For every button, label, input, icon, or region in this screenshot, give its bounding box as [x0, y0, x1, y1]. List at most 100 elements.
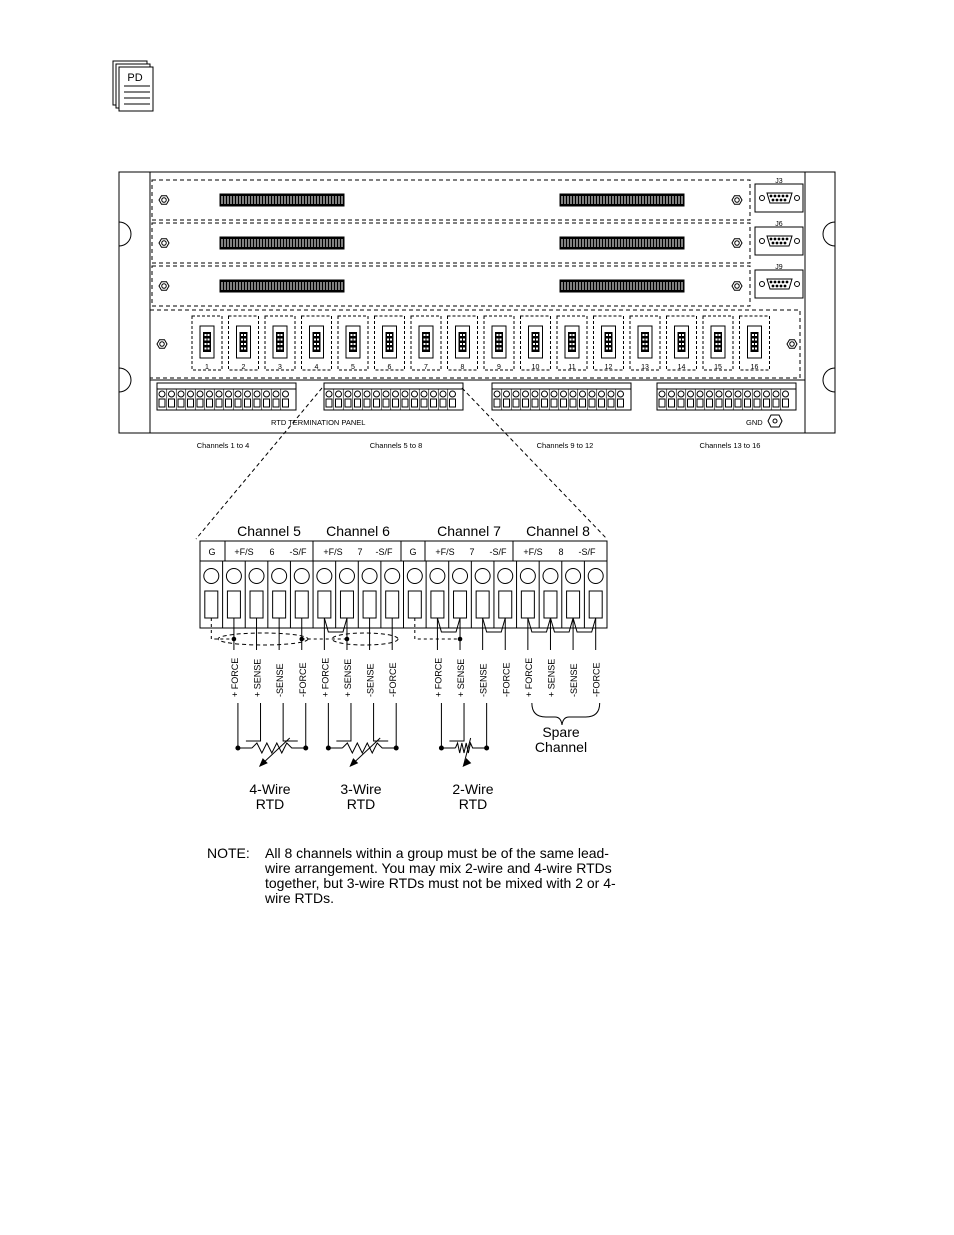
- module-number: 14: [678, 364, 686, 371]
- wire-label: + FORCE: [524, 658, 534, 697]
- module-number: 7: [424, 364, 428, 371]
- module-bay: 12: [593, 315, 624, 371]
- channel-header: Channel 8: [526, 523, 590, 539]
- wire-label: + FORCE: [320, 658, 330, 697]
- module-bay: 13: [629, 315, 661, 371]
- dsub-connector-icon: [766, 278, 793, 290]
- ribbon-connectors: [219, 193, 685, 293]
- panel-terminal-block: [491, 382, 632, 411]
- hex-screw-icon: [158, 281, 170, 291]
- panel-terminal-blocks: [156, 382, 797, 411]
- module-number: 5: [351, 364, 355, 371]
- terminal-label: -S/F: [579, 547, 597, 557]
- terminal-label: -S/F: [490, 547, 508, 557]
- gnd-label: GND: [746, 418, 763, 427]
- terminal-label: 7: [357, 547, 362, 557]
- chassis-outline: [118, 171, 836, 434]
- module-bay: 11: [556, 315, 588, 371]
- channel-group-label: Channels 9 to 12: [537, 441, 594, 450]
- module-row: [149, 309, 801, 379]
- module-number: 4: [315, 364, 319, 371]
- module-number: 3: [278, 364, 282, 371]
- terminal-label: 6: [269, 547, 274, 557]
- connector-frame: [754, 183, 804, 213]
- spare-label: Spare: [542, 724, 580, 740]
- rtd-wiring: [210, 617, 601, 767]
- channel-header: Channel 7: [437, 523, 501, 539]
- wire-label: + FORCE: [230, 658, 240, 697]
- module-bay: 14: [666, 315, 697, 371]
- module-bay: 5: [337, 315, 369, 371]
- module-bay: 9: [483, 315, 515, 371]
- terminal-label: 8: [558, 547, 563, 557]
- wire-label: + FORCE: [433, 658, 443, 697]
- hex-screw-icon: [731, 238, 743, 248]
- module-bay: 3: [264, 315, 296, 371]
- resistor-icon: [454, 741, 487, 754]
- wire-label: -FORCE: [592, 663, 602, 698]
- module-number: 11: [568, 364, 575, 371]
- module-bay: 16: [739, 315, 770, 371]
- wire-label: -SENSE: [569, 663, 579, 697]
- rtd-type-sublabel: RTD: [347, 796, 376, 812]
- hex-screw-icon: [158, 238, 170, 248]
- note-text: All 8 channels within a group must be of…: [265, 845, 616, 906]
- connector-label: J9: [775, 264, 783, 271]
- connector-frame: [754, 269, 804, 299]
- channel-header: Channel 5: [237, 523, 301, 539]
- wire-label: -FORCE: [298, 663, 308, 698]
- terminal-label: 7: [469, 547, 474, 557]
- module-number: 2: [242, 364, 246, 371]
- module-bay: 2: [228, 315, 259, 371]
- module-bay: 4: [301, 315, 332, 371]
- wire-label: + SENSE: [253, 659, 263, 697]
- hex-screw-icon: [786, 339, 798, 349]
- spare-sublabel: Channel: [535, 739, 587, 755]
- wire-label: -SENSE: [479, 663, 489, 697]
- module-number: 6: [388, 364, 392, 371]
- gnd-hex-icon: [767, 414, 783, 428]
- module-bay: 10: [520, 315, 551, 371]
- terminal-label: +F/S: [323, 547, 342, 557]
- terminal-label: +F/S: [523, 547, 542, 557]
- wire-label: + SENSE: [343, 659, 353, 697]
- terminal-label: -S/F: [290, 547, 308, 557]
- module-number: 15: [714, 364, 722, 371]
- panel-terminal-block: [323, 382, 464, 411]
- rtd-type-sublabel: RTD: [256, 796, 285, 812]
- zoom-lines: [195, 387, 608, 540]
- resistor-icon: [251, 741, 306, 755]
- rtd-type-sublabel: RTD: [459, 796, 488, 812]
- module-number: 13: [641, 364, 649, 371]
- dsub-connectors: [754, 183, 804, 299]
- module-number: 1: [205, 364, 209, 371]
- module-bay: 1: [191, 315, 223, 371]
- panel-title: RTD TERMINATION PANEL: [271, 418, 365, 427]
- rtd-type-label: 4-Wire: [249, 781, 290, 797]
- rtd-type-label: 3-Wire: [340, 781, 381, 797]
- terminal-label: +F/S: [435, 547, 454, 557]
- terminal-label: +F/S: [234, 547, 253, 557]
- hex-screw-icon: [156, 339, 168, 349]
- document-icon-label: PD: [127, 72, 142, 84]
- terminal-label: G: [208, 547, 215, 557]
- channel-group-label: Channels 1 to 4: [197, 441, 250, 450]
- module-bay: 7: [410, 315, 442, 371]
- connector-label: J6: [775, 221, 783, 228]
- module-number: 8: [461, 364, 465, 371]
- module-bay: 8: [447, 315, 478, 371]
- channel-group-label: Channels 13 to 16: [700, 441, 761, 450]
- ribbon-connector-pins: [221, 196, 683, 290]
- terminal-label: G: [409, 547, 416, 557]
- module-number: 16: [751, 364, 759, 371]
- wire-label: -SENSE: [275, 663, 285, 697]
- hex-screw-icon: [731, 195, 743, 205]
- hex-screw-icon: [158, 195, 170, 205]
- module-bay: 15: [702, 315, 734, 371]
- hex-screw-icon: [731, 281, 743, 291]
- channel-group-label: Channels 5 to 8: [370, 441, 423, 450]
- connector-label: J3: [775, 178, 783, 185]
- channel-header: Channel 6: [326, 523, 390, 539]
